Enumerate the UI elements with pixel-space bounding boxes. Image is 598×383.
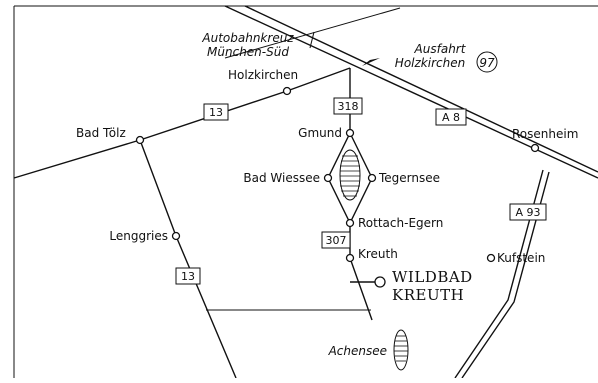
- label-bad-toelz: Bad Tölz: [76, 126, 126, 140]
- svg-text:A 93: A 93: [515, 206, 540, 219]
- label-autobahnkreuz-line1: Autobahnkreuz: [201, 31, 294, 45]
- road-b307: [349, 223, 373, 321]
- autobahnkreuz-road: [224, 7, 401, 59]
- label-kufstein: Kufstein: [497, 251, 545, 265]
- town-marker-rottach-egern: [345, 218, 355, 228]
- svg-text:307: 307: [326, 234, 347, 247]
- town-marker-wildbad-kreuth: [374, 276, 386, 288]
- road-b13-north: [13, 67, 351, 179]
- label-autobahnkreuz-line2: München-Süd: [207, 45, 289, 59]
- label-bad-wiessee: Bad Wiessee: [243, 171, 320, 185]
- town-marker-gmund: [345, 128, 355, 138]
- svg-text:13: 13: [181, 270, 195, 283]
- achensee-lake-hatching: [394, 335, 408, 362]
- label-kreuth: Kreuth: [358, 247, 398, 261]
- road-shield-b318: 318: [333, 97, 363, 115]
- label-rottach-egern: Rottach-Egern: [358, 216, 443, 230]
- autobahn-a8-line-b: [244, 5, 598, 173]
- tegernsee-lake: [339, 149, 361, 201]
- town-marker-bad-toelz: [135, 135, 145, 145]
- autobahn-a93-line-b: [461, 171, 550, 379]
- road-shield-b13-lower: 13: [175, 267, 201, 285]
- label-lenggries: Lenggries: [109, 229, 168, 243]
- svg-text:A 8: A 8: [442, 111, 460, 124]
- tegernsee-lake-hatching: [340, 155, 360, 197]
- label-ausfahrt-line2: Holzkirchen: [395, 56, 465, 70]
- exit-number-badge: 97: [476, 51, 498, 73]
- town-marker-bad-wiessee: [323, 173, 333, 183]
- label-tegernsee: Tegernsee: [378, 171, 440, 185]
- label-gmund: Gmund: [298, 126, 342, 140]
- road-shield-b13-upper: 13: [203, 103, 229, 121]
- town-marker-tegernsee: [367, 173, 377, 183]
- label-holzkirchen: Holzkirchen: [228, 68, 298, 82]
- town-marker-rosenheim: [530, 143, 540, 153]
- road-b13-south: [139, 139, 237, 379]
- town-marker-kufstein: [486, 253, 496, 263]
- label-achensee: Achensee: [328, 344, 387, 358]
- town-marker-kreuth: [345, 253, 355, 263]
- svg-text:13: 13: [209, 106, 223, 119]
- town-marker-holzkirchen: [282, 86, 292, 96]
- label-kreuth-destination: KREUTH: [392, 286, 464, 304]
- label-wildbad: WILDBAD: [392, 268, 473, 286]
- road-shield-a93: A 93: [509, 203, 547, 221]
- label-rosenheim: Rosenheim: [512, 127, 578, 141]
- road-shield-b307: 307: [321, 231, 351, 249]
- road-shield-a8: A 8: [435, 108, 467, 126]
- town-marker-lenggries: [171, 231, 181, 241]
- achensee-lake: [393, 329, 409, 371]
- svg-text:97: 97: [479, 56, 495, 70]
- ausfahrt-arrow-icon: [362, 58, 380, 66]
- svg-text:318: 318: [338, 100, 359, 113]
- label-ausfahrt-line1: Ausfahrt: [414, 42, 467, 56]
- autobahnkreuz-tick: [309, 31, 315, 49]
